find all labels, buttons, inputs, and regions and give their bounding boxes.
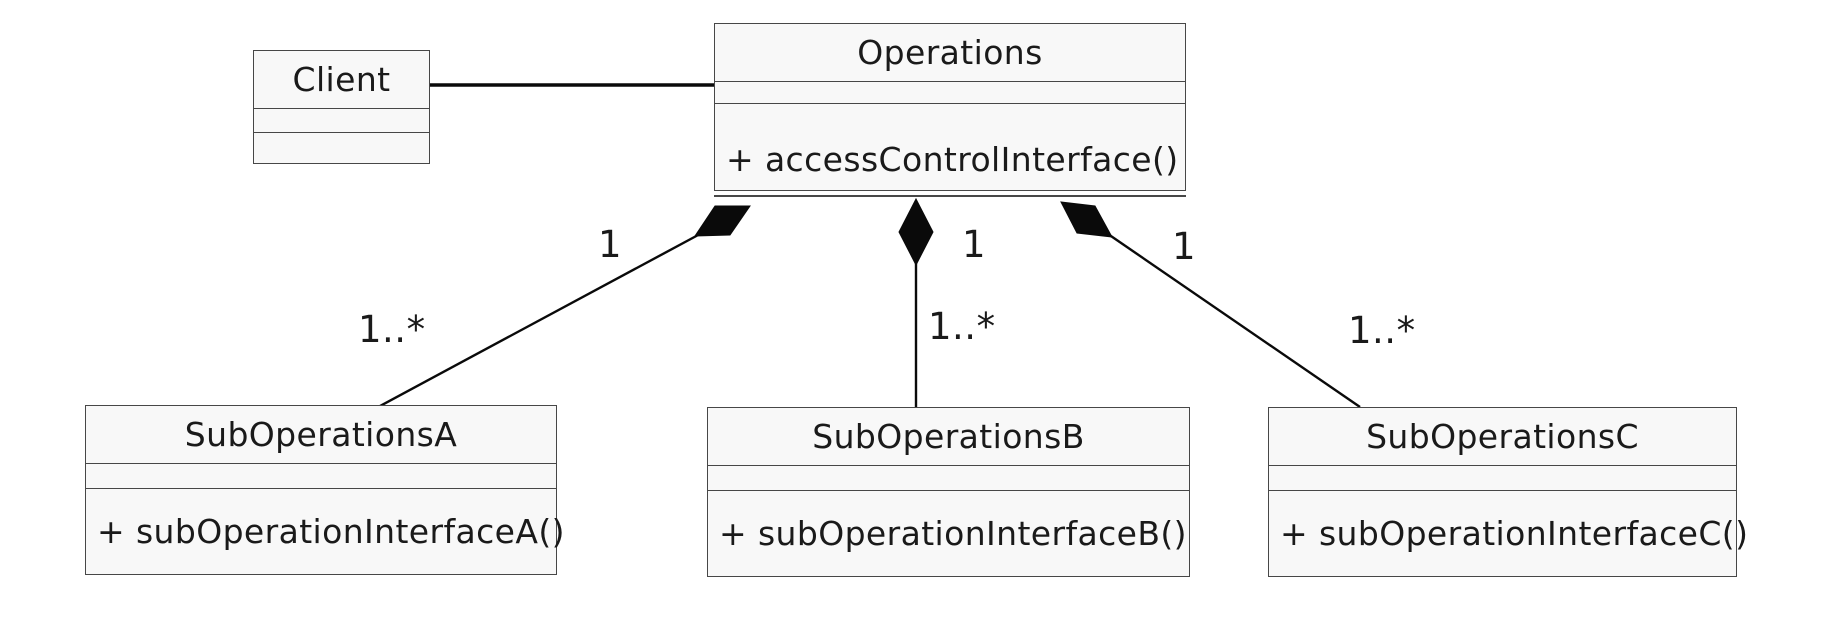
composition-line-suboperationsa	[379, 232, 701, 408]
class-name-suboperationsb: SubOperationsB	[708, 408, 1189, 466]
attributes-compartment-suboperationsc	[1269, 466, 1736, 491]
attributes-compartment-suboperationsa	[86, 464, 556, 489]
class-name-suboperationsa: SubOperationsA	[86, 406, 556, 464]
multiplicity-part-suboperationsb: 1..*	[928, 305, 996, 348]
method-sub-operation-interface-a: + subOperationInterfaceA()	[97, 512, 565, 551]
method-sub-operation-interface-c: + subOperationInterfaceC()	[1280, 514, 1749, 553]
class-name-operations: Operations	[715, 24, 1185, 82]
multiplicity-whole-suboperationsa: 1	[598, 223, 623, 266]
composition-line-suboperationsc	[1107, 233, 1361, 408]
composition-diamond-suboperationsa	[694, 205, 751, 237]
attributes-compartment-client	[254, 109, 429, 133]
composition-diamond-suboperationsb	[898, 197, 934, 267]
multiplicity-part-suboperationsc: 1..*	[1348, 309, 1416, 352]
multiplicity-whole-suboperationsb: 1	[962, 223, 987, 266]
class-box-client: Client	[253, 50, 430, 164]
class-name-client: Client	[254, 51, 429, 109]
method-access-control-interface: + accessControlInterface()	[726, 140, 1179, 179]
multiplicity-whole-suboperationsc: 1	[1172, 225, 1197, 268]
class-box-suboperationsb: SubOperationsB + subOperationInterfaceB(…	[707, 407, 1190, 577]
multiplicity-part-suboperationsa: 1..*	[358, 308, 426, 351]
attributes-compartment-operations	[715, 82, 1185, 104]
class-box-suboperationsc: SubOperationsC + subOperationInterfaceC(…	[1268, 407, 1749, 577]
class-box-suboperationsa: SubOperationsA + subOperationInterfaceA(…	[85, 405, 565, 575]
class-name-suboperationsc: SubOperationsC	[1269, 408, 1736, 466]
method-sub-operation-interface-b: + subOperationInterfaceB()	[719, 514, 1187, 553]
attributes-compartment-suboperationsb	[708, 466, 1189, 491]
class-box-operations: Operations + accessControlInterface()	[714, 23, 1186, 191]
methods-compartment-client	[254, 133, 429, 163]
composition-diamond-suboperationsc	[1060, 201, 1113, 238]
